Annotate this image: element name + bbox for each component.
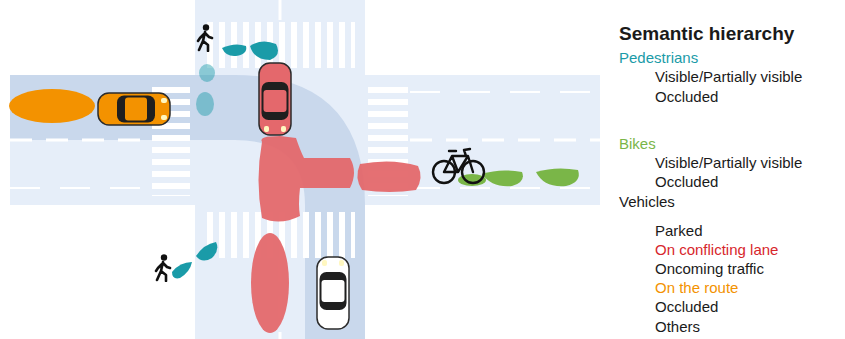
occupancy-blobs [9,41,579,333]
legend-group: Bikes [619,135,656,153]
legend-item: Visible/Partially visible [655,154,802,172]
roads [10,0,600,339]
bicycle-icon [433,149,484,183]
legend-item: On conflicting lane [655,241,778,259]
legend-item: Oncoming traffic [655,260,764,278]
vehicles [98,63,349,329]
legend-group: Vehicles [619,193,675,211]
legend-item: Others [655,318,700,336]
legend-item: Parked [655,222,703,240]
pedestrian-icons [156,24,212,281]
legend-item: Occluded [655,298,718,316]
legend-title: Semantic hierarchy [619,23,794,45]
legend-item: On the route [655,279,738,297]
legend-item: Visible/Partially visible [655,68,802,86]
legend-item: Occluded [655,88,718,106]
legend-group: Pedestrians [619,49,698,67]
legend-item: Occluded [655,173,718,191]
